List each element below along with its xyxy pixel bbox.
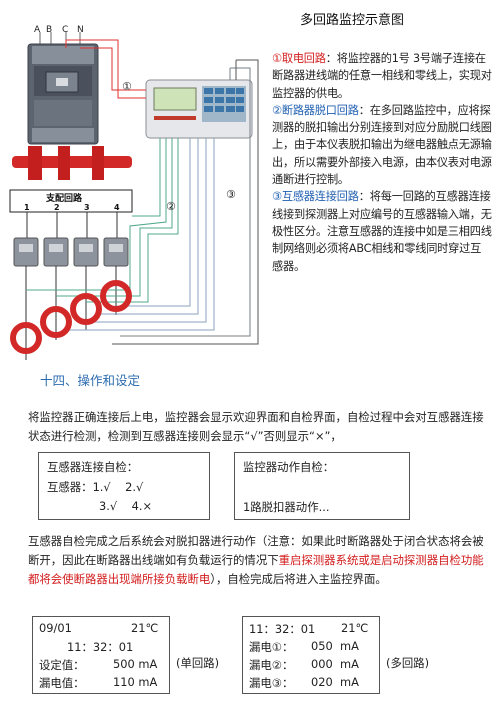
multi-leak1-value: 050 mA	[311, 639, 359, 653]
ct-wires	[66, 138, 215, 331]
note-part3: ），自检完成后将进入主监控界面。	[210, 572, 387, 586]
ct-selfcheck-box: 互感器连接自检： 互感器：1.√ 2.√ 3.√ 4.×	[38, 452, 210, 520]
single-loop-caption: (单回路)	[176, 656, 220, 670]
note-paragraph: 互感器自检完成之后系统会对脱扣器进行动作（注意：如果此时断路器处于闭合状态将会被…	[28, 532, 490, 589]
desc-3-body: ：将每一回路的互感器连接线接到探测器上对应编号的互感器输入端，无极性区分。注意互…	[272, 190, 492, 273]
phase-label-n: N	[77, 25, 84, 35]
wiring-diagram: A B C N 支配回路 1 2 3 4	[9, 25, 259, 360]
multi-temp: 21℃	[341, 621, 369, 635]
page-title: 多回路监控示意图	[300, 13, 405, 28]
single-set-label: 设定值：	[39, 658, 85, 672]
main-breaker	[27, 43, 99, 145]
action-selfcheck-box: 监控器动作自检： 1路脱扣器动作...	[234, 452, 410, 520]
action-selfcheck-title: 监控器动作自检：	[243, 460, 335, 474]
ct-rings	[10, 280, 132, 354]
circle-label-2: ②	[166, 200, 176, 213]
desc-3-head: ③互感器连接回路	[272, 190, 359, 204]
multi-leak3-value: 020 mA	[311, 675, 359, 689]
outer-wire-2	[120, 67, 251, 337]
branch-wires	[26, 212, 118, 238]
ct-selfcheck-line1: 互感器：1.√ 2.√	[47, 480, 144, 494]
branch-breakers	[13, 237, 129, 267]
power-wire-2	[65, 39, 146, 99]
multi-loop-caption: (多回路)	[386, 656, 430, 670]
intro-paragraph: 将监控器正确连接后上电，监控器会显示欢迎界面和自检界面，自检过程中会对互感器连接…	[28, 410, 484, 443]
multi-leak2-label: 漏电②：	[249, 658, 294, 672]
circle-label-1: ①	[122, 80, 132, 93]
screen-multi-loop: 11：32：01 21℃ 漏电①： 050 mA 漏电②： 000 mA 漏电③…	[242, 616, 380, 694]
monitor-device	[145, 79, 253, 139]
ct-selfcheck-title: 互感器连接自检：	[47, 460, 139, 474]
phase-label-c: C	[62, 25, 68, 35]
section-title: 十四、操作和设定	[40, 373, 141, 388]
ct-selfcheck-line2: 3.√ 4.×	[99, 499, 153, 513]
note-part2: 重启探测器系统或是启动探测器自检功能都将会使断路器出现端所接负载断电	[28, 553, 484, 586]
power-wire	[80, 47, 146, 91]
branch-title: 支配回路	[45, 192, 83, 204]
screen-single-loop: 09/01 21℃ 11：32：01 设定值： 500 mA 漏电值： 110 …	[32, 616, 170, 694]
single-date: 09/01	[39, 621, 72, 635]
single-temp: 21℃	[131, 621, 159, 635]
single-leak-value: 110 mA	[113, 675, 158, 689]
single-time: 11：32：01	[67, 640, 134, 654]
single-leak-label: 漏电值：	[39, 676, 85, 690]
circle-label-3: ③	[226, 188, 236, 201]
branch-number-3: 3	[84, 203, 90, 212]
desc-2-body: ：在多回路监控中，应将探测器的脱扣输出分别连接到对应分励脱口线圈上，由于本仪表脱…	[272, 103, 492, 187]
busbar	[12, 146, 132, 180]
desc-1-head: ①取电回路	[272, 52, 326, 65]
multi-leak1-label: 漏电①：	[249, 640, 294, 654]
description: ①取电回路：将监控器的1号 3号端子连接在断路器进线端的任意一相线和零线上，实现…	[272, 50, 492, 275]
phase-label-b: B	[46, 25, 52, 35]
action-selfcheck-line1: 1路脱扣器动作...	[243, 500, 330, 514]
branch-number-4: 4	[114, 203, 120, 212]
desc-1-body: ：将监控器的1号 3号端子连接在断路器进线端的任意一相线和零线上，实现对监控器的…	[272, 52, 492, 100]
desc-2-head: ②断路器脱口回路	[272, 103, 359, 117]
phase-label-a: A	[34, 25, 41, 35]
note-part1: 互感器自检完成之后系统会对脱扣器进行动作（注意：如果此时断路器处于闭合状态将会被…	[28, 534, 484, 567]
multi-leak2-value: 000 mA	[311, 657, 359, 671]
branch-box	[9, 189, 133, 213]
single-set-value: 500 mA	[113, 657, 158, 671]
branch-number-2: 2	[54, 203, 60, 212]
multi-leak3-label: 漏电③：	[249, 676, 294, 690]
outer-wire	[112, 59, 259, 345]
multi-time: 11：32：01	[249, 622, 316, 636]
branch-number-1: 1	[24, 203, 30, 212]
